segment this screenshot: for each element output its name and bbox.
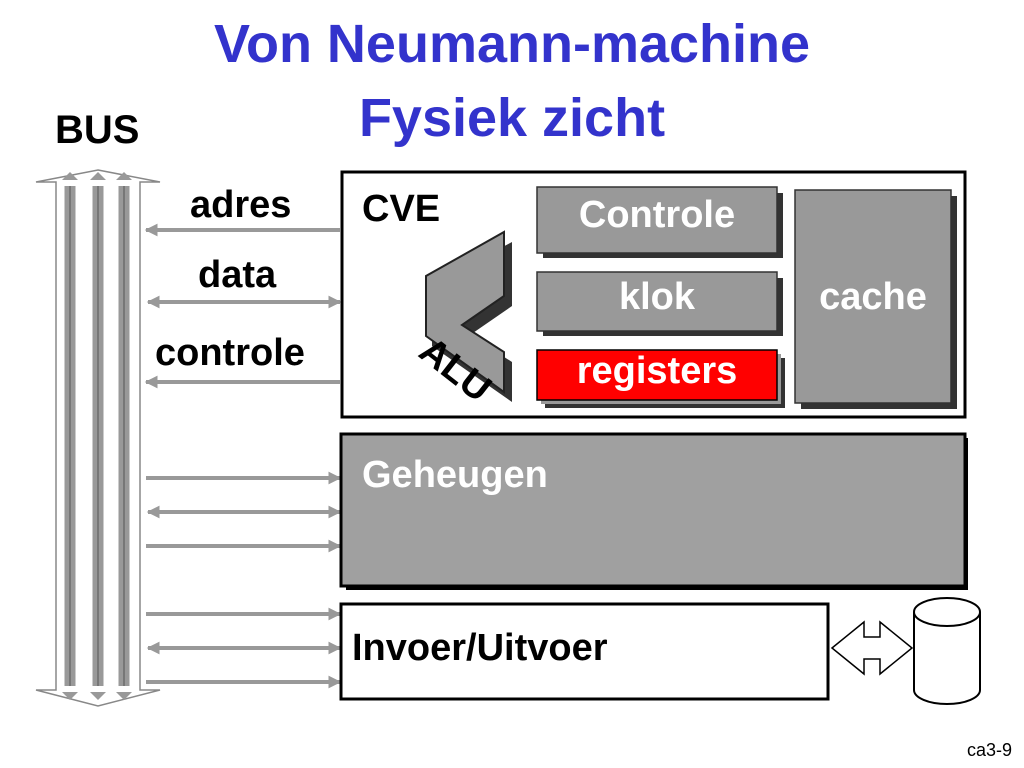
memory-box	[339, 432, 967, 588]
io-box	[339, 602, 830, 701]
data-line-label: data	[198, 254, 277, 296]
control-unit	[536, 186, 778, 254]
registers-unit	[536, 349, 778, 401]
slide-title-line-1: Von Neumann-machine	[213, 14, 811, 74]
registers-unit-label: registers	[576, 350, 738, 392]
bus-arrow	[35, 169, 161, 707]
control-line-label: controle	[155, 332, 305, 374]
alu-shape	[425, 230, 505, 394]
memory-label: Geheugen	[362, 454, 548, 496]
control-unit-label: Controle	[578, 194, 736, 236]
cpu-label: CVE	[362, 188, 441, 230]
bus-label: BUS	[55, 108, 140, 152]
cache-unit-label: cache	[819, 276, 927, 318]
io-label: Invoer/Uitvoer	[352, 627, 608, 669]
disk-icon	[913, 597, 981, 705]
slide-number: ca3-9	[966, 740, 1012, 760]
clock-unit-label: klok	[618, 276, 696, 318]
clock-unit	[536, 271, 778, 332]
address-line-label: adres	[190, 184, 292, 226]
io-device-arrow	[830, 620, 914, 676]
slide-title-line-2: Fysiek zicht	[358, 88, 666, 148]
cache-unit	[794, 189, 952, 404]
